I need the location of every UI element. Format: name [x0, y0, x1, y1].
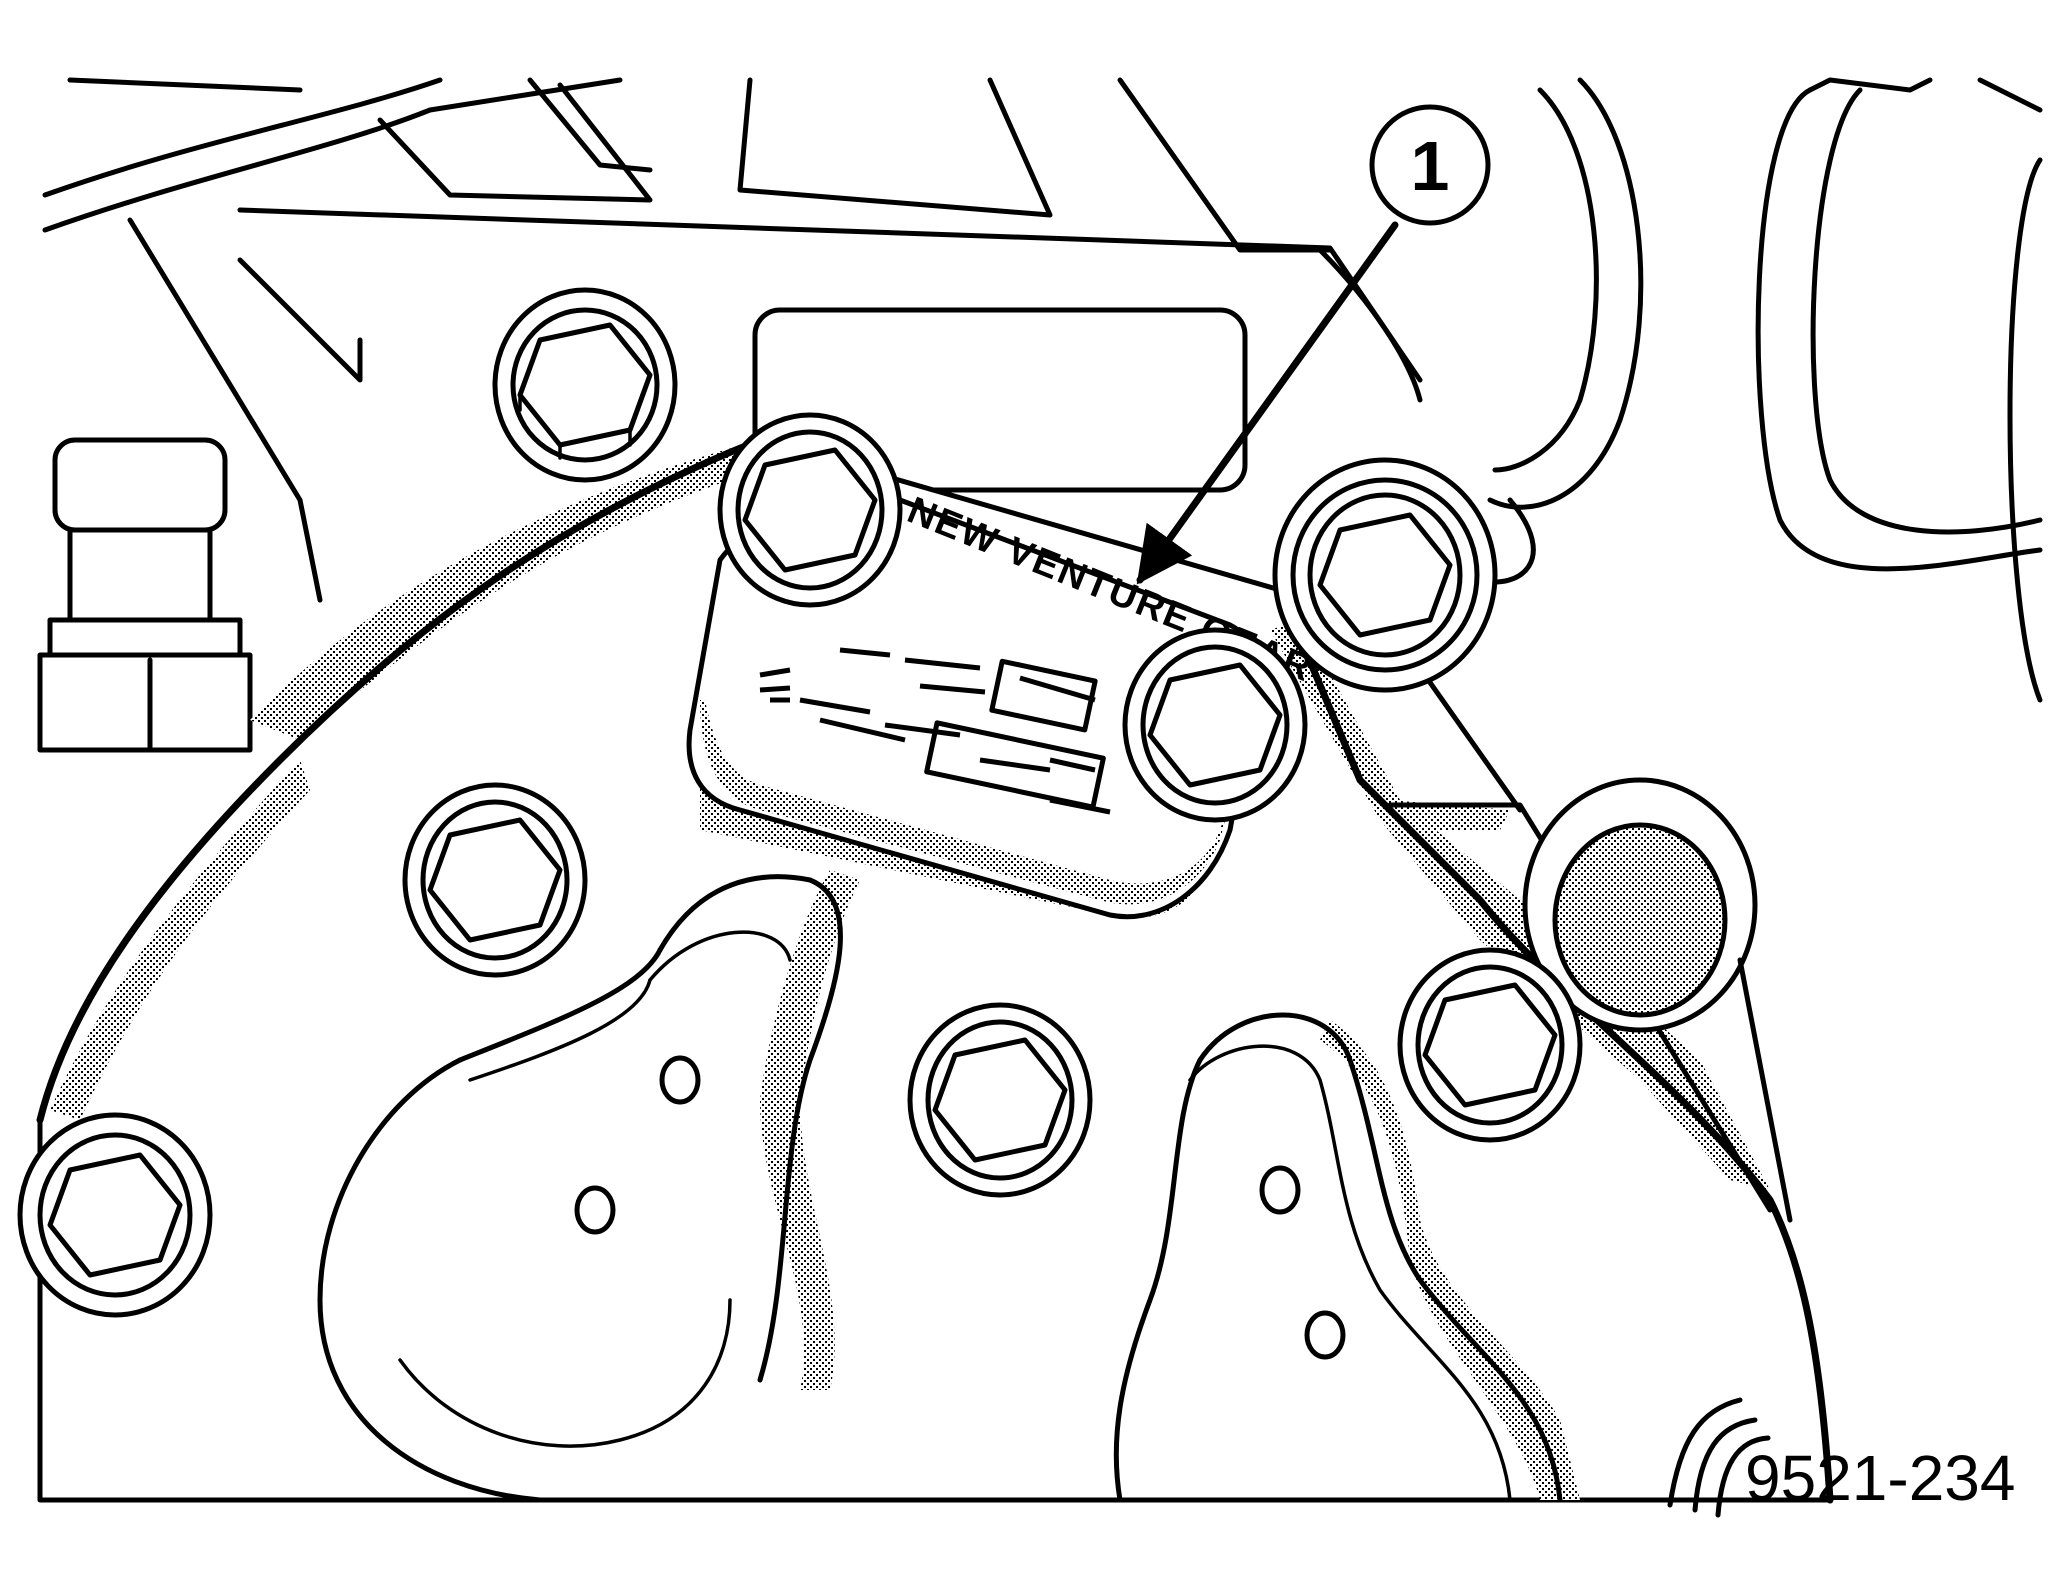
bracket-slot	[752, 307, 1248, 493]
callout-leader-arrow	[1136, 221, 1399, 585]
hose-tube	[1477, 77, 2043, 703]
left-lower-boss	[317, 870, 860, 1503]
figure-reference-mark-icon	[1667, 1397, 1771, 1518]
mounting-ring	[1522, 777, 1793, 1223]
vent-fitting	[37, 437, 253, 753]
upper-adapter-bracket	[42, 77, 1423, 603]
callout-number: 1	[1411, 127, 1450, 205]
bolt-lower-right	[1397, 947, 1583, 1143]
bolt-tag-right	[1122, 627, 1308, 823]
callout-1: 1	[1136, 104, 1491, 585]
bolt-upper-left	[492, 287, 678, 483]
bolt-lower-center	[907, 1002, 1093, 1198]
right-lower-boss	[1113, 1012, 1580, 1503]
figure-id: 9521-234	[1745, 1442, 2015, 1514]
bolt-right-top	[1272, 457, 1498, 693]
bolt-far-left	[17, 1112, 213, 1318]
bolt-mid-left	[402, 782, 588, 978]
bolt-tag-left	[717, 412, 903, 608]
figure-reference: 9521-234	[1667, 1397, 2015, 1518]
housing-edge	[36, 436, 764, 1124]
dowel-holes	[574, 1055, 1346, 1360]
